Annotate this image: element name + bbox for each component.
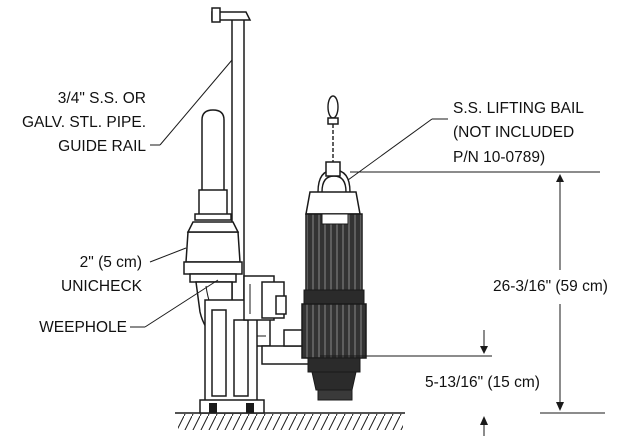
floor: [175, 412, 405, 430]
guide-rail-label-line2: GALV. STL. PIPE.: [22, 114, 146, 131]
pump: [301, 191, 367, 401]
lifting-bail-label-line1: S.S. LIFTING BAIL: [453, 100, 584, 117]
unicheck-valve: [183, 221, 243, 283]
unicheck-label-line1: 2" (5 cm): [80, 254, 142, 271]
rail-coupling: [243, 275, 287, 321]
guide-rail-label-line3: GUIDE RAIL: [58, 138, 146, 155]
discharge-pipe: [194, 109, 232, 221]
weephole-label: WEEPHOLE: [39, 319, 127, 336]
lifting-bail: [317, 95, 351, 193]
unicheck-label-line2: UNICHECK: [61, 278, 143, 295]
height-dimension-label: 26-3/16" (59 cm): [493, 278, 608, 295]
leader-lines: [130, 59, 448, 328]
guide-rail-label-line1: 3/4" S.S. OR: [58, 90, 146, 107]
inlet-dimension-label: 5-13/16" (15 cm): [425, 374, 540, 391]
lifting-bail-label-line2: (NOT INCLUDED: [453, 124, 574, 141]
lifting-bail-label-line3: P/N 10-0789): [453, 149, 545, 166]
dimension-lines: [320, 171, 605, 436]
annotations: 3/4" S.S. OR GALV. STL. PIPE. GUIDE RAIL…: [22, 90, 608, 391]
